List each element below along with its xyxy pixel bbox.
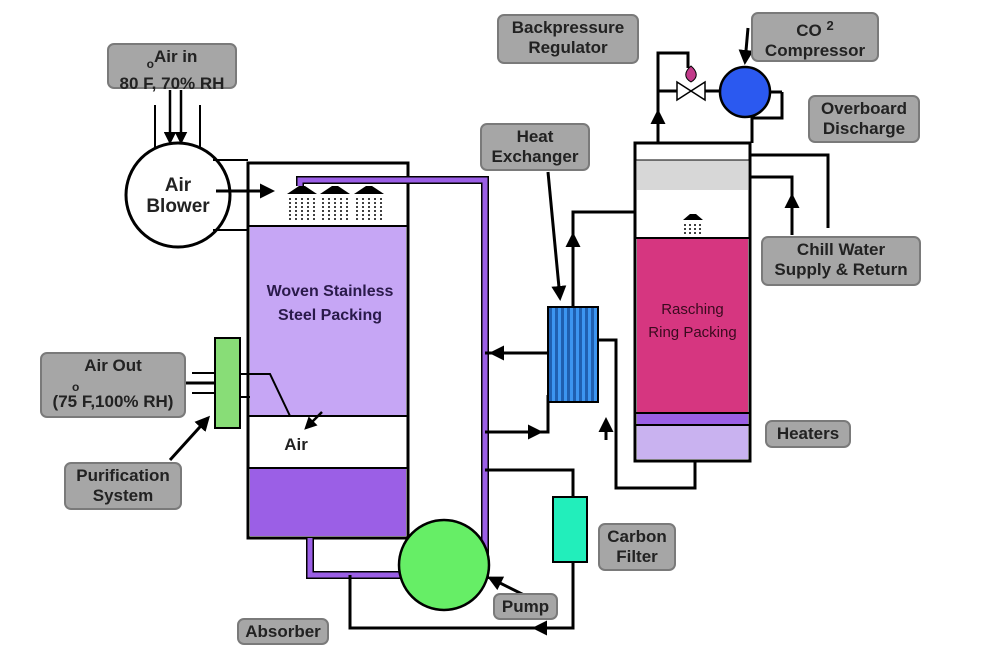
label-co2-compressor: CO 2 Compressor — [751, 12, 879, 62]
backpressure-and-compressor — [650, 27, 784, 143]
carbon-filter-loop — [348, 468, 588, 636]
absorber-text: Absorber — [245, 622, 321, 641]
woven-line2: Steel Packing — [277, 307, 383, 324]
ob-line1: Overboard — [821, 99, 907, 118]
label-air-in: oAir in 80 F, 70% RH — [107, 43, 237, 93]
stripper-column — [633, 141, 752, 463]
air-blower-line1: Air — [164, 175, 192, 196]
label-overboard-discharge: Overboard Discharge — [808, 95, 920, 143]
heaters-section — [637, 425, 748, 459]
woven-packing-label: Woven Stainless Steel Packing — [250, 280, 410, 328]
bp-line2: Regulator — [528, 38, 608, 57]
air-out-deg: o — [72, 380, 80, 394]
label-pump: Pump — [493, 593, 558, 620]
valve-actuator — [685, 65, 697, 83]
rasching-ring-packing — [637, 238, 748, 413]
cw-line2: Supply & Return — [774, 260, 908, 279]
hx-line2: Exchanger — [491, 147, 579, 166]
label-heat-exchanger: Heat Exchanger — [480, 123, 590, 171]
air-in-deg: o — [146, 57, 154, 71]
absorber-column — [240, 161, 410, 540]
purification-line2: System — [92, 486, 154, 505]
ob-line2: Discharge — [822, 119, 906, 138]
air-out-line2: (75 F,100% RH) — [52, 392, 174, 411]
co2-line2: Compressor — [764, 41, 866, 60]
co2-sup: 2 — [826, 18, 834, 33]
air-in-line2: 80 F, 70% RH — [119, 74, 225, 93]
label-carbon-filter: Carbon Filter — [598, 523, 676, 571]
purification-system — [162, 337, 241, 462]
label-backpressure-regulator: Backpressure Regulator — [497, 14, 639, 64]
co2-line1: CO — [796, 21, 822, 40]
purification-line1: Purification — [76, 466, 170, 485]
air-blower-label: Air Blower — [128, 175, 228, 217]
label-purification-system: Purification System — [64, 462, 182, 510]
rasching-packing-label: Rasching Ring Packing — [637, 298, 748, 344]
valve-left — [676, 80, 693, 102]
chill-water-lines — [750, 153, 830, 235]
air-label: Air — [284, 435, 308, 454]
label-heaters: Heaters — [765, 420, 851, 448]
label-absorber: Absorber — [237, 618, 329, 645]
carbon-line1: Carbon — [607, 527, 667, 546]
label-air-out: Air Out o (75 F,100% RH) — [40, 352, 186, 418]
pump-text: Pump — [501, 597, 550, 616]
rasching-line2: Ring Packing — [648, 324, 737, 341]
air-in-line1: Air in — [153, 47, 198, 66]
heaters-text: Heaters — [776, 424, 840, 443]
valve-right — [689, 80, 706, 102]
co2-compressor — [718, 65, 772, 119]
rasching-line1: Rasching — [661, 301, 724, 318]
hx-line1: Heat — [516, 127, 554, 146]
air-out-line1: Air Out — [84, 356, 142, 375]
woven-line1: Woven Stainless — [266, 283, 394, 300]
heat-exchanger-connections — [485, 171, 697, 490]
absorber-spray-nozzles — [287, 186, 384, 222]
heat-exchanger — [547, 306, 599, 403]
label-chill-water: Chill Water Supply & Return — [761, 236, 921, 286]
air-blower-line2: Blower — [146, 196, 210, 217]
carbon-line2: Filter — [616, 547, 658, 566]
cw-line1: Chill Water — [796, 240, 886, 259]
air-blower — [124, 90, 275, 249]
air-arrow — [304, 411, 323, 430]
bp-line1: Backpressure — [511, 18, 625, 37]
absorber-liquid — [250, 468, 406, 536]
